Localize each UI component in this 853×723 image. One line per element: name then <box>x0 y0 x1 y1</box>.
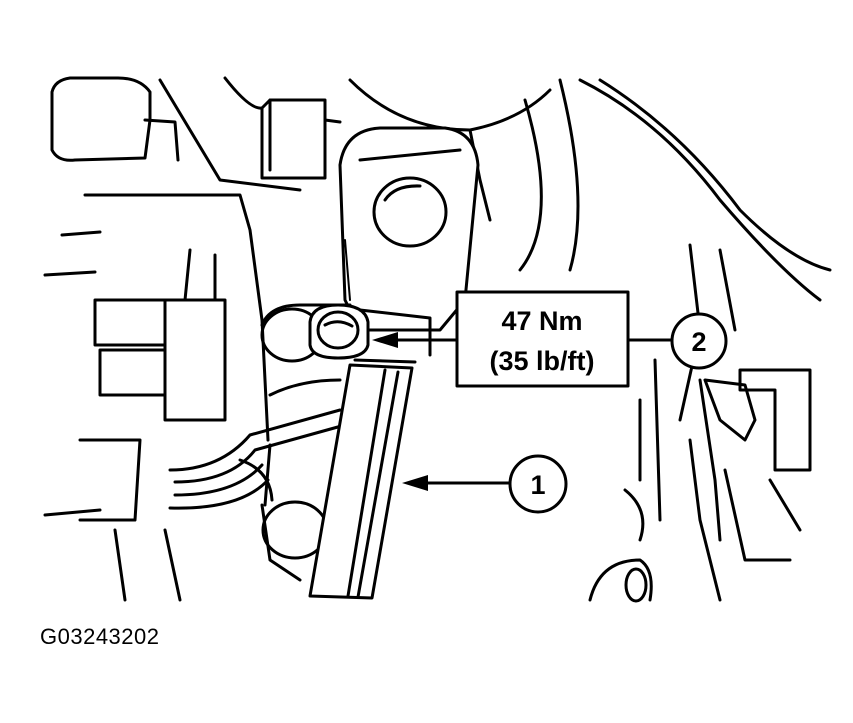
callout-circle-icon <box>508 454 568 514</box>
torque-callout: 47 Nm (35 lb/ft) <box>455 290 630 388</box>
upper-cap <box>260 98 342 180</box>
bolt <box>308 303 370 360</box>
clip <box>588 558 653 603</box>
rod <box>308 363 414 600</box>
adjuster-arm <box>338 126 480 332</box>
callout-1-number: 1 <box>530 470 545 500</box>
bolt-flange <box>353 308 432 364</box>
upper-left-component <box>50 76 302 192</box>
arrow-left-icon <box>402 475 428 491</box>
torque-imperial: (35 lb/ft) <box>490 346 595 376</box>
left-bracket <box>43 193 270 602</box>
right-structure <box>623 243 812 602</box>
callout-circle-icon <box>670 312 728 370</box>
callout-1: 1 <box>402 454 568 514</box>
mounting-plate <box>260 303 352 582</box>
torque-leader <box>372 332 459 348</box>
wire-harness <box>168 408 347 510</box>
callout-2: 2 <box>670 312 728 370</box>
arrow-left-icon <box>372 332 398 348</box>
torque-metric: 47 Nm <box>501 306 582 336</box>
figure-id: G03243202 <box>40 624 160 649</box>
callout-2-number: 2 <box>691 327 706 357</box>
